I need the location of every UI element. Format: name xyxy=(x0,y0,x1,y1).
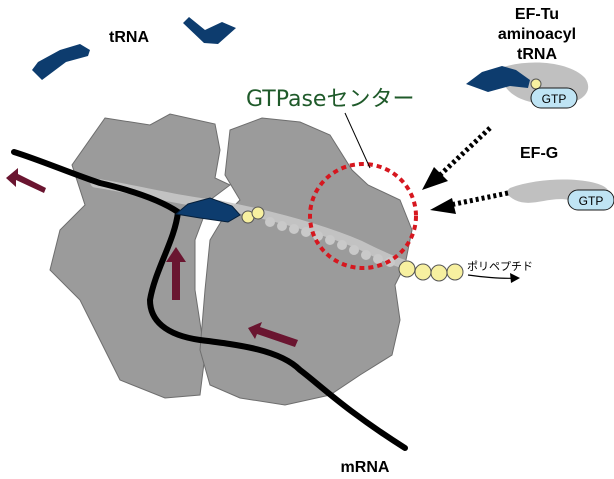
left-movement-arrow xyxy=(6,168,46,193)
amino-acid-bound-2 xyxy=(251,206,265,220)
gtpase-pointer-line xyxy=(344,112,371,169)
ef-tu-trna xyxy=(466,66,530,92)
binding-arrow-ef-tu-line xyxy=(438,126,492,177)
ef-tu-amino-acid xyxy=(530,78,542,90)
mrna-strand xyxy=(11,149,408,451)
polypeptide-label: ポリペプチド xyxy=(467,260,533,273)
lower-movement-arrow xyxy=(248,322,298,347)
gtp-label-ef-tu: GTP xyxy=(542,92,567,106)
polypeptide-arrow-head xyxy=(510,273,520,283)
ef-tu-label-line3: tRNA xyxy=(517,46,557,63)
free-trna-1 xyxy=(32,44,90,80)
trna-label: tRNA xyxy=(109,29,149,46)
free-trna-2 xyxy=(183,17,236,44)
trna-bound xyxy=(174,197,241,223)
mrna-label: mRNA xyxy=(341,459,390,476)
gtpase-center-label: GTPaseセンター xyxy=(246,87,414,112)
mrna-inner-track xyxy=(90,178,415,271)
binding-arrow-ef-g-head xyxy=(430,198,456,214)
gtp-bubble-ef-g xyxy=(567,189,614,211)
up-movement-arrow xyxy=(166,247,186,300)
peptide-trail xyxy=(265,217,395,267)
movement-arrows xyxy=(6,168,298,347)
ef-tu-label-line2: aminoacyl xyxy=(498,26,576,43)
binding-arrow-ef-tu-head xyxy=(422,167,448,190)
gtp-label-ef-g: GTP xyxy=(579,194,604,208)
ef-tu-label-line1: EF-Tu xyxy=(515,6,559,23)
ef-g-label: EF-G xyxy=(520,145,558,162)
gtp-bubble-ef-tu xyxy=(530,87,578,109)
binding-arrow-ef-g-line xyxy=(449,190,509,208)
exiting-polypeptide xyxy=(398,260,464,282)
gtpase-center-circle xyxy=(308,162,418,270)
